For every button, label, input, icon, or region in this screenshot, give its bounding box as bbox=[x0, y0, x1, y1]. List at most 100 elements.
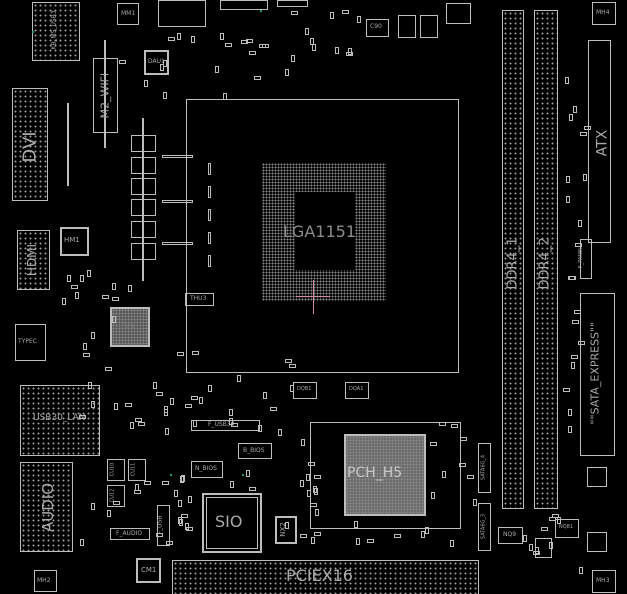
smd-pad bbox=[156, 392, 163, 396]
smd-pad bbox=[568, 426, 572, 433]
cursor-crosshair-h bbox=[296, 296, 330, 297]
smd-pad bbox=[178, 517, 182, 524]
smd-pad bbox=[230, 481, 234, 488]
smd-pad bbox=[112, 283, 116, 290]
f-usb-header[interactable] bbox=[157, 505, 170, 546]
smd-pad bbox=[263, 392, 267, 399]
smd-pad bbox=[451, 424, 458, 428]
thu3-component[interactable] bbox=[185, 293, 214, 306]
mosfet-2[interactable] bbox=[420, 15, 438, 38]
smd-pad bbox=[533, 551, 540, 555]
dvi-connector[interactable] bbox=[12, 88, 48, 201]
f-audio-header[interactable] bbox=[110, 528, 150, 540]
smd-pad bbox=[112, 316, 116, 323]
smd-pad bbox=[308, 462, 315, 466]
smd-pad bbox=[566, 176, 570, 183]
hdmi-label: HDMI bbox=[25, 243, 40, 277]
smd-pad bbox=[307, 490, 311, 497]
smd-pad bbox=[75, 292, 79, 299]
smd-pad bbox=[572, 320, 579, 324]
smd-pad bbox=[79, 415, 86, 419]
nq9-component[interactable] bbox=[498, 527, 523, 544]
smd-pad bbox=[144, 481, 151, 485]
smd-pad bbox=[220, 33, 224, 40]
sata-express-connector[interactable] bbox=[580, 293, 615, 456]
hm1-chip[interactable] bbox=[60, 227, 89, 256]
smd-pad bbox=[311, 537, 315, 544]
usb30-lan-connector[interactable] bbox=[20, 385, 100, 456]
smd-pad bbox=[549, 542, 553, 549]
header-connector-2[interactable] bbox=[277, 0, 308, 7]
vrm-bar bbox=[162, 155, 193, 158]
ddr4-2-slot[interactable] bbox=[534, 10, 558, 509]
header-connector-1[interactable] bbox=[220, 0, 268, 10]
vrm-inductor bbox=[131, 199, 156, 216]
cpu-socket-outline[interactable] bbox=[186, 99, 459, 373]
mosfet-1[interactable] bbox=[398, 15, 416, 38]
square-pad-1[interactable] bbox=[587, 467, 607, 487]
audio-connector[interactable] bbox=[20, 462, 73, 552]
smd-pad bbox=[583, 174, 587, 181]
sio-chip[interactable] bbox=[202, 493, 262, 553]
cu11-component[interactable] bbox=[128, 459, 146, 481]
smd-pad bbox=[549, 517, 556, 521]
smd-pad bbox=[300, 534, 307, 538]
pch-chip[interactable] bbox=[344, 434, 426, 516]
top-connector[interactable] bbox=[158, 0, 206, 27]
nq81-component[interactable] bbox=[555, 519, 579, 538]
mh2-mounting-hole[interactable] bbox=[34, 570, 57, 592]
ddr4-1-slot[interactable] bbox=[502, 10, 524, 509]
marker-dot bbox=[32, 31, 34, 33]
usb30-lan-label: USB30_LAN bbox=[33, 413, 86, 423]
c90-component[interactable] bbox=[366, 19, 389, 37]
b-bios-chip[interactable] bbox=[238, 443, 272, 459]
mh3-mounting-hole[interactable] bbox=[592, 570, 616, 593]
smd-pad bbox=[262, 44, 269, 48]
smd-pad bbox=[270, 407, 277, 411]
smd-pad bbox=[102, 295, 109, 299]
audio-label: AUDIO bbox=[39, 482, 58, 533]
cu10-component[interactable] bbox=[107, 459, 125, 481]
dau1-chip[interactable] bbox=[144, 50, 169, 75]
marker-dot bbox=[170, 474, 172, 476]
sata-express-label: ""SATA_EXPRESS"" bbox=[588, 321, 602, 425]
pciex16-slot[interactable] bbox=[172, 560, 479, 594]
hdmi-connector[interactable] bbox=[17, 230, 50, 290]
smd-pad bbox=[237, 375, 241, 382]
nx2-chip[interactable] bbox=[275, 516, 297, 544]
f-panel-header[interactable] bbox=[580, 239, 592, 279]
smd-pad bbox=[285, 69, 289, 76]
sata6g-3-connector[interactable] bbox=[478, 503, 491, 551]
smd-pad bbox=[442, 471, 446, 478]
smd-pad bbox=[67, 275, 71, 282]
f-usb30-label: F_USB30 bbox=[208, 421, 235, 428]
smd-pad bbox=[569, 276, 576, 280]
trace-rail bbox=[67, 103, 69, 186]
cm1-chip[interactable] bbox=[136, 558, 161, 583]
square-pad-2[interactable] bbox=[587, 532, 607, 552]
sata6g-4-connector[interactable] bbox=[478, 443, 491, 493]
smd-pad bbox=[573, 106, 577, 113]
square-component[interactable] bbox=[446, 3, 471, 24]
atx-label: ATX bbox=[594, 129, 611, 157]
marker-dot bbox=[260, 10, 262, 12]
mm1-component[interactable] bbox=[117, 3, 139, 25]
pu1-label: PU1 bbox=[121, 322, 135, 330]
mh4-mounting-hole[interactable] bbox=[592, 2, 616, 25]
typec-connector[interactable] bbox=[15, 324, 46, 361]
smd-pad bbox=[580, 132, 587, 136]
smd-pad bbox=[83, 353, 90, 357]
smd-pad bbox=[160, 64, 164, 71]
n-bios-chip[interactable] bbox=[191, 461, 223, 478]
dqa1-label: DQA1 bbox=[349, 386, 364, 392]
atx-power-connector[interactable] bbox=[588, 40, 611, 243]
smd-pad bbox=[91, 503, 95, 510]
pch-outline[interactable] bbox=[310, 422, 461, 529]
smd-pad bbox=[177, 33, 181, 40]
dau1-label: DAU1 bbox=[148, 58, 165, 65]
dqa1-component[interactable] bbox=[345, 382, 369, 399]
cu12-component[interactable] bbox=[107, 485, 125, 507]
smd-pad bbox=[571, 355, 578, 359]
pu1-chip[interactable] bbox=[110, 307, 150, 347]
